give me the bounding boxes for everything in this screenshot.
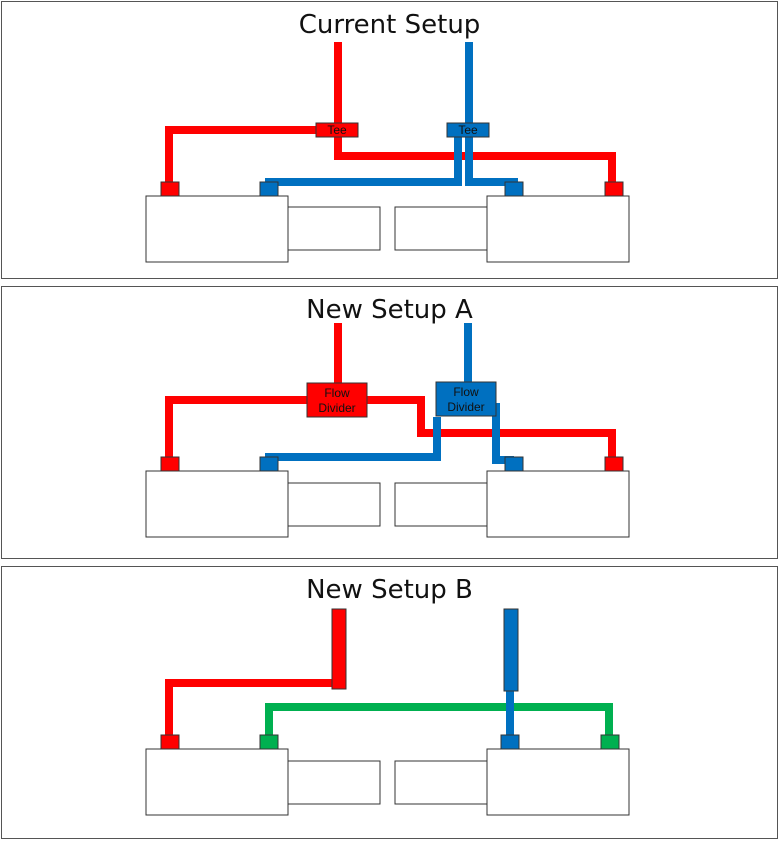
right-unit [486, 748, 630, 816]
panel-new-setup-a: New Setup A Flow Divider Flow Divider [1, 286, 778, 559]
red-flow-divider-label-1: Flow [324, 386, 350, 400]
red-pipe-right [366, 396, 616, 460]
right-unit [486, 195, 630, 263]
blue-flow-divider-label-1: Flow [453, 385, 479, 399]
right-unit-arm [394, 206, 488, 251]
red-pipe-left [165, 396, 308, 460]
blue-pipe-left [265, 137, 462, 186]
red-port-left [160, 734, 180, 750]
green-port-left [259, 734, 279, 750]
left-unit-arm [287, 760, 381, 805]
red-port-right [604, 181, 624, 197]
left-unit [145, 195, 289, 263]
panel-current-setup: Current Setup Tee Tee [1, 1, 778, 279]
blue-port-right [500, 734, 520, 750]
blue-supply-cap [503, 608, 519, 692]
left-unit [145, 470, 289, 538]
red-port-left [160, 181, 180, 197]
left-unit-arm [287, 206, 381, 251]
panel-new-setup-b: New Setup B [1, 566, 778, 839]
green-pipe [265, 703, 613, 737]
red-port-right [604, 456, 624, 472]
green-port-right [600, 734, 620, 750]
blue-pipe [465, 42, 518, 186]
left-unit [145, 748, 289, 816]
red-pipe [334, 42, 616, 182]
blue-tee-label: Tee [458, 123, 478, 137]
right-unit-arm [394, 760, 488, 805]
red-tee-label: Tee [327, 123, 347, 137]
red-tee [315, 122, 359, 138]
blue-tee [446, 122, 490, 138]
right-unit [486, 470, 630, 538]
red-pipe-left [165, 126, 330, 182]
left-unit-arm [287, 482, 381, 527]
red-supply-cap [331, 608, 347, 690]
blue-port-left [259, 181, 279, 197]
blue-flow-divider [435, 381, 497, 417]
red-flow-divider-label-2: Divider [318, 401, 355, 415]
panel-title: New Setup B [306, 575, 473, 605]
red-flow-divider [306, 382, 368, 418]
blue-port-right [504, 181, 524, 197]
panel-title: New Setup A [306, 295, 473, 325]
blue-flow-divider-label-2: Divider [447, 400, 484, 414]
new-setup-b-diagram [145, 608, 630, 816]
red-port-left [160, 456, 180, 472]
panel-title: Current Setup [298, 10, 481, 40]
blue-pipe-left [265, 417, 441, 461]
red-pipe [165, 611, 342, 737]
blue-port-left [259, 456, 279, 472]
blue-port-right [504, 456, 524, 472]
current-setup-diagram: Tee Tee [145, 42, 630, 263]
right-unit-arm [394, 482, 488, 527]
new-setup-a-diagram: Flow Divider Flow Divider [145, 323, 630, 538]
